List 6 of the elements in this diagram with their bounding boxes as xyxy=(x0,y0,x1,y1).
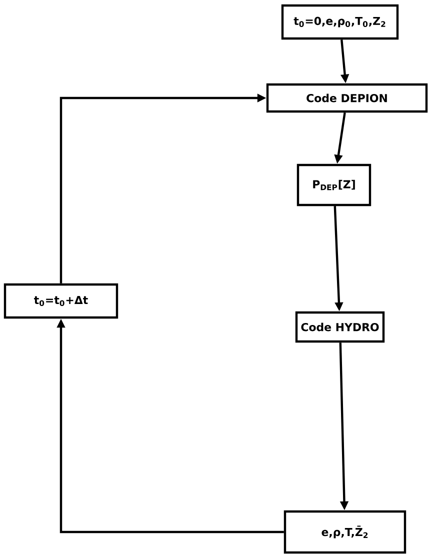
process-box: Code DEPION xyxy=(266,83,428,113)
process-box: t$_{0}$=t$_{0}$+Δt xyxy=(4,283,118,319)
process-box: t$_{0}$=0,e,ρ$_{0}$,T$_{0}$,Z$_{2}$ xyxy=(281,4,399,40)
process-box: e,ρ,T,Z̄$_{2}$ xyxy=(284,510,406,554)
process-box: P$_{DEP}$[Z] xyxy=(296,164,372,206)
process-box: Code HYDRO xyxy=(295,311,385,343)
